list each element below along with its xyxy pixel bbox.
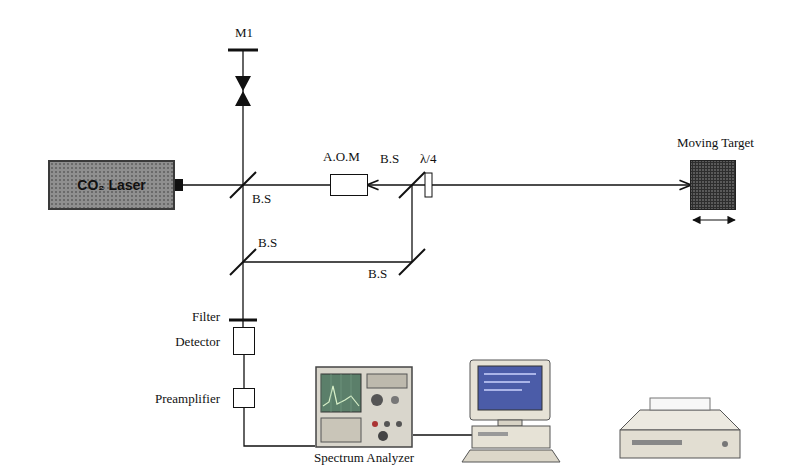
mirror-label: M1 xyxy=(235,26,253,41)
beam-connector xyxy=(368,184,690,185)
quarter-wave-plate xyxy=(425,173,432,197)
beam-line xyxy=(411,185,412,262)
signal-wire xyxy=(413,434,472,435)
beam-connector xyxy=(243,355,244,388)
beam-arrow xyxy=(235,91,251,106)
splitter-label: B.S xyxy=(368,267,387,282)
beam-line xyxy=(243,261,412,262)
beam-splitter xyxy=(230,249,256,275)
node-label: Preamplifier xyxy=(155,392,220,407)
detector-box: Detector xyxy=(233,327,255,355)
beam-connector xyxy=(244,408,315,446)
node-label: CO₂ Laser xyxy=(77,177,145,193)
motion-arrow xyxy=(693,219,735,220)
splitter-label: B.S xyxy=(258,236,277,251)
beam-line xyxy=(242,320,243,327)
printer xyxy=(620,398,740,458)
waveplate-label: λ/4 xyxy=(420,152,436,167)
node-label: A.O.M xyxy=(323,150,360,165)
beam-splitter xyxy=(399,249,425,275)
splitter-label: B.S xyxy=(252,192,271,207)
node-label: Detector xyxy=(175,335,220,350)
analyzer-illustration xyxy=(315,366,413,448)
laser-box: CO₂ Laser xyxy=(48,160,175,210)
splitter-label: B.S xyxy=(380,152,399,167)
spectrum-analyzer: Spectrum Analyzer xyxy=(315,366,413,448)
beam-arrow xyxy=(235,76,251,91)
filter-label: Filter xyxy=(192,310,220,325)
computer xyxy=(462,360,560,462)
preamplifier-box: Preamplifier xyxy=(233,388,255,408)
beam-connector xyxy=(175,184,330,185)
target-box: Moving Target xyxy=(690,160,736,210)
node-label: Moving Target xyxy=(677,136,754,151)
modulator-box: A.O.M xyxy=(330,174,368,196)
node-label: Spectrum Analyzer xyxy=(314,451,414,466)
